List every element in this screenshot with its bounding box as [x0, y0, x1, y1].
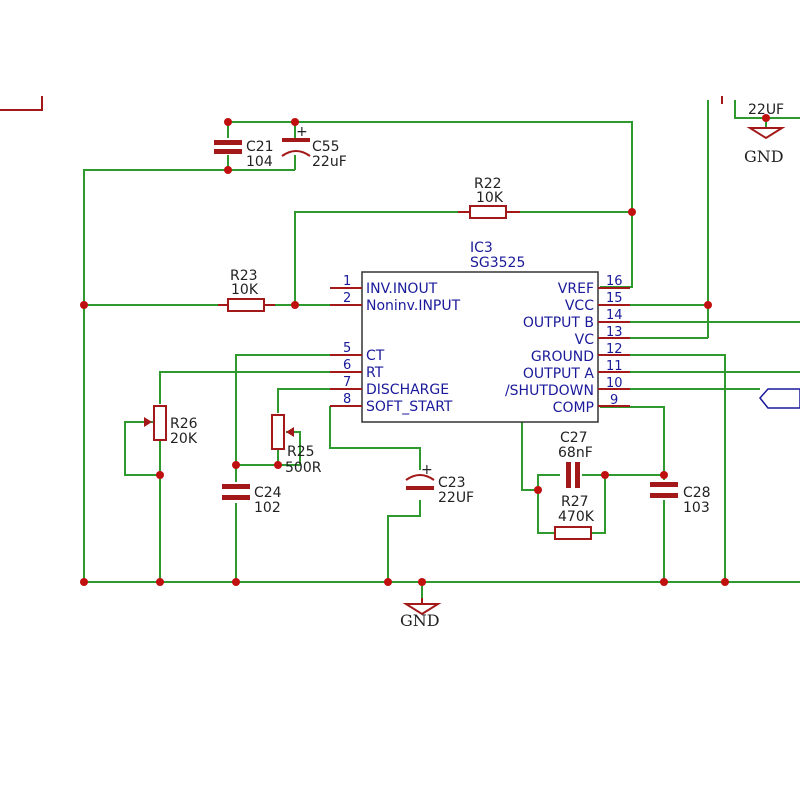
ground-label-main: GND	[400, 611, 440, 630]
pin-7-name: DISCHARGE	[366, 382, 449, 398]
r26-value: 20K	[170, 431, 198, 447]
wire-r27-left	[537, 490, 555, 534]
wire-r22-left	[294, 211, 458, 305]
pin-5-name: CT	[366, 348, 385, 364]
r23-ref: R23	[230, 268, 258, 284]
c27-value: 68nF	[558, 445, 593, 461]
c21-ref: C21	[246, 139, 274, 155]
wire-comp	[600, 406, 665, 480]
capacitor-c24: C24 102	[222, 484, 282, 516]
pin-16-num: 16	[606, 274, 623, 289]
pin-8-name: SOFT_START	[366, 399, 453, 415]
c23-polarity: +	[421, 462, 433, 478]
c24-ref: C24	[254, 485, 282, 501]
top-right-cap-value: 22UF	[748, 102, 784, 118]
ic-part: SG3525	[470, 255, 525, 271]
pin-13-num: 13	[606, 325, 623, 340]
wire-ct	[235, 354, 330, 482]
c28-value: 103	[683, 500, 710, 516]
ground-symbol-top-right: GND	[744, 127, 786, 166]
wire-softstart	[329, 406, 421, 470]
r27-value: 470K	[558, 509, 595, 525]
pin-15-num: 15	[606, 291, 623, 306]
capacitor-c27: C27 68nF	[558, 430, 593, 488]
pin-16-name: VREF	[558, 281, 594, 297]
c21-value: 104	[246, 154, 273, 170]
capacitor-c23: + C23 22UF	[405, 462, 474, 506]
pin-13-name: VC	[575, 332, 595, 348]
shutdown-port-tag	[759, 388, 800, 409]
capacitor-top-right: 22UF	[721, 96, 784, 118]
wire-discharge	[277, 388, 330, 413]
r22-ref: R22	[474, 176, 502, 192]
wire-topright-cap	[734, 100, 800, 119]
pin-9-name: COMP	[553, 400, 594, 416]
resistor-r27: R27 470K	[554, 494, 595, 540]
pin-5-num: 5	[343, 341, 351, 356]
pin-14-num: 14	[606, 308, 623, 323]
wire-c23-gnd	[387, 500, 421, 582]
ic-sg3525: IC3 SG3525 1 2 5 6 7 8 INV.INOUT Noninv.…	[330, 240, 630, 423]
pin-12-name: GROUND	[531, 349, 594, 365]
capacitor-c55: + C55 22uF	[281, 124, 347, 170]
ic-ref: IC3	[470, 240, 493, 256]
pin-7-num: 7	[343, 375, 351, 390]
pin-9-num: 9	[610, 393, 618, 408]
resistor-r22: R22 10K	[458, 176, 520, 219]
c55-polarity: +	[296, 124, 308, 140]
pin-6-name: RT	[366, 365, 384, 381]
resistor-r23: R23 10K	[218, 268, 275, 312]
c23-ref: C23	[438, 475, 466, 491]
pin-2-name: Noninv.INPUT	[366, 298, 461, 314]
r22-value: 10K	[476, 190, 504, 206]
wire-ground-pin	[600, 354, 726, 582]
pin-6-num: 6	[343, 358, 351, 373]
wire-c27-left	[537, 474, 560, 490]
r23-value: 10K	[231, 282, 259, 298]
ic-body	[361, 271, 599, 423]
c23-value: 22UF	[438, 490, 474, 506]
pin-14-name: OUTPUT B	[523, 315, 594, 331]
pin-15-name: VCC	[565, 298, 594, 314]
r25-value: 500R	[285, 460, 322, 476]
wire-vref-rail	[228, 121, 633, 288]
wire-r26-wiper	[124, 421, 160, 476]
wire-r27-right	[591, 475, 606, 534]
c24-value: 102	[254, 500, 281, 516]
pin-11-name: OUTPUT A	[523, 366, 595, 382]
pin-1-name: INV.INOUT	[366, 281, 438, 297]
potentiometer-r25: R25 500R	[271, 414, 322, 476]
capacitor-c28: C28 103	[650, 482, 711, 516]
r26-ref: R26	[170, 416, 198, 432]
c55-ref: C55	[312, 139, 340, 155]
pin-2-num: 2	[343, 291, 351, 306]
pin-8-num: 8	[343, 392, 351, 407]
wire-left-rail	[83, 169, 295, 582]
potentiometer-r26: R26 20K	[144, 405, 198, 447]
wire-rt	[159, 371, 330, 404]
pin-10-name: /SHUTDOWN	[505, 383, 594, 399]
ground-label-top-right: GND	[744, 147, 784, 166]
capacitor-c21: C21 104	[214, 139, 274, 170]
junction-nodes	[80, 114, 770, 586]
ground-symbol-main: GND	[400, 598, 442, 630]
c55-value: 22uF	[312, 154, 347, 170]
pin-12-num: 12	[606, 342, 623, 357]
offpage-wire-top-left	[0, 96, 43, 111]
r25-ref: R25	[287, 444, 315, 460]
c27-ref: C27	[560, 430, 588, 446]
pin-1-num: 1	[343, 274, 351, 289]
pin-11-num: 11	[606, 359, 623, 374]
c28-ref: C28	[683, 485, 711, 501]
r27-ref: R27	[561, 494, 589, 510]
pin-10-num: 10	[606, 376, 623, 391]
